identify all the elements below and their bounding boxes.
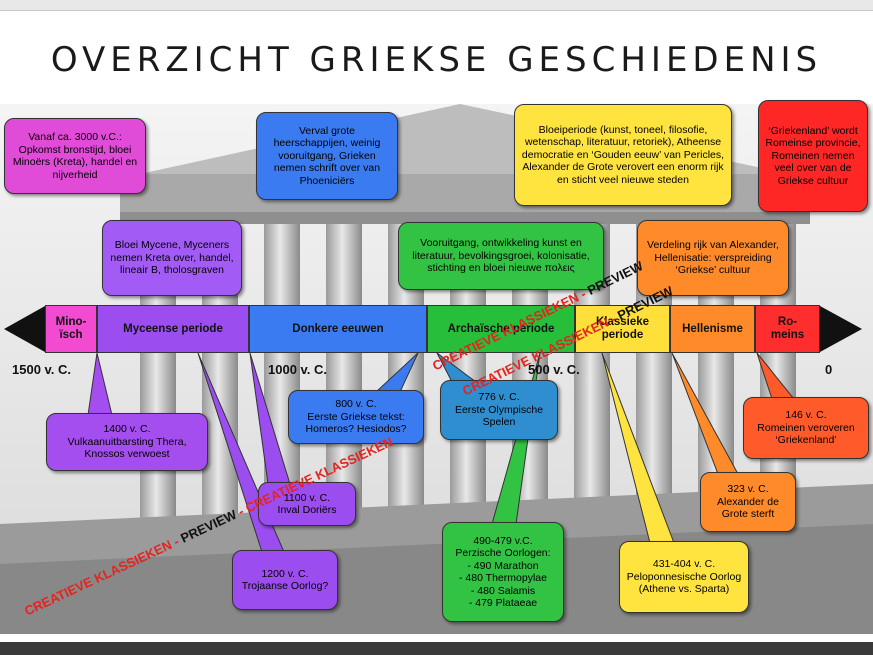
period-description-3: Verval grote heerschappijen, weinig voor…	[256, 112, 398, 200]
event-callout-5: 776 v. C.Eerste Olympische Spelen	[440, 380, 558, 440]
event-callout-8: 323 v. C.Alexander de Grote sterft	[700, 472, 796, 532]
period-6: Hellenisme	[670, 305, 755, 353]
period-2: Myceense periode	[97, 305, 249, 353]
event-callout-2: 1200 v. C.Trojaanse Oorlog?	[232, 550, 338, 610]
period-3: Donkere eeuwen	[249, 305, 427, 353]
period-description-7: ‘Griekenland’ wordt Romeinse provincie, …	[758, 100, 868, 212]
period-7: Ro-meins	[755, 305, 820, 353]
bottom-bar	[0, 642, 873, 655]
event-callout-6: 490-479 v.C.Perzische Oorlogen:- 490 Mar…	[442, 522, 564, 622]
browser-toolbar	[0, 0, 873, 11]
period-4: Archaïsche periode	[427, 305, 575, 353]
event-callout-9: 146 v. C.Romeinen veroveren ‘Griekenland…	[743, 397, 869, 459]
event-callout-3: 1100 v. C.Inval Doriërs	[258, 482, 356, 526]
period-1: Mino-ïsch	[45, 305, 97, 353]
period-description-4: Vooruitgang, ontwikkeling kunst en liter…	[398, 222, 604, 290]
tick-label: 1000 v. C.	[268, 362, 328, 377]
tick-label: 1500 v. C.	[12, 362, 72, 377]
tick-label: 0	[825, 362, 833, 377]
period-description-1: Vanaf ca. 3000 v.C.: Opkomst bronstijd, …	[4, 118, 146, 194]
event-callout-4: 800 v. C.Eerste Griekse tekst: Homeros? …	[288, 390, 424, 444]
event-callout-7: 431-404 v. C.Peloponnesische Oorlog (Ath…	[619, 541, 749, 613]
period-description-6: Verdeling rijk van Alexander, Hellenisat…	[637, 220, 789, 296]
period-description-2: Bloei Mycene, Myceners nemen Kreta over,…	[102, 220, 242, 296]
tick-label: 500 v. C.	[528, 362, 580, 377]
period-description-5: Bloeiperiode (kunst, toneel, filosofie, …	[514, 104, 732, 206]
event-callout-1: 1400 v. C.Vulkaanuitbarsting Thera, Knos…	[46, 413, 208, 471]
page-title: OVERZICHT GRIEKSE GESCHIEDENIS	[50, 40, 823, 80]
